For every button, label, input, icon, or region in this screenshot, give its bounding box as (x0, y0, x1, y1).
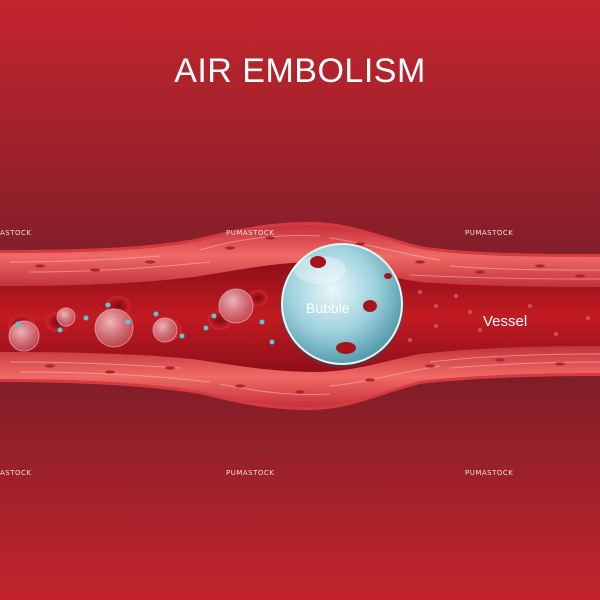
page-title: AIR EMBOLISM (174, 52, 426, 90)
watermark: PUMASTOCK (226, 469, 275, 477)
plasma-dots (408, 290, 590, 342)
wall-cell-nuclei (35, 236, 585, 394)
watermark: PUMASTOCK (465, 229, 514, 237)
watermark: ASTOCK (0, 469, 32, 477)
vessel-label: Vessel (483, 313, 528, 330)
small-bubbles (8, 288, 254, 352)
micro-bubbles (15, 302, 275, 345)
air-bubble (280, 243, 404, 368)
vessel-wall-top (0, 225, 600, 287)
watermark: ASTOCK (0, 229, 32, 237)
wall-texture (9, 235, 600, 396)
bubble-label: Bubble (306, 300, 350, 316)
vessel-wall-bottom (0, 346, 600, 407)
watermark: PUMASTOCK (465, 469, 514, 477)
watermark: PUMASTOCK (226, 229, 275, 237)
